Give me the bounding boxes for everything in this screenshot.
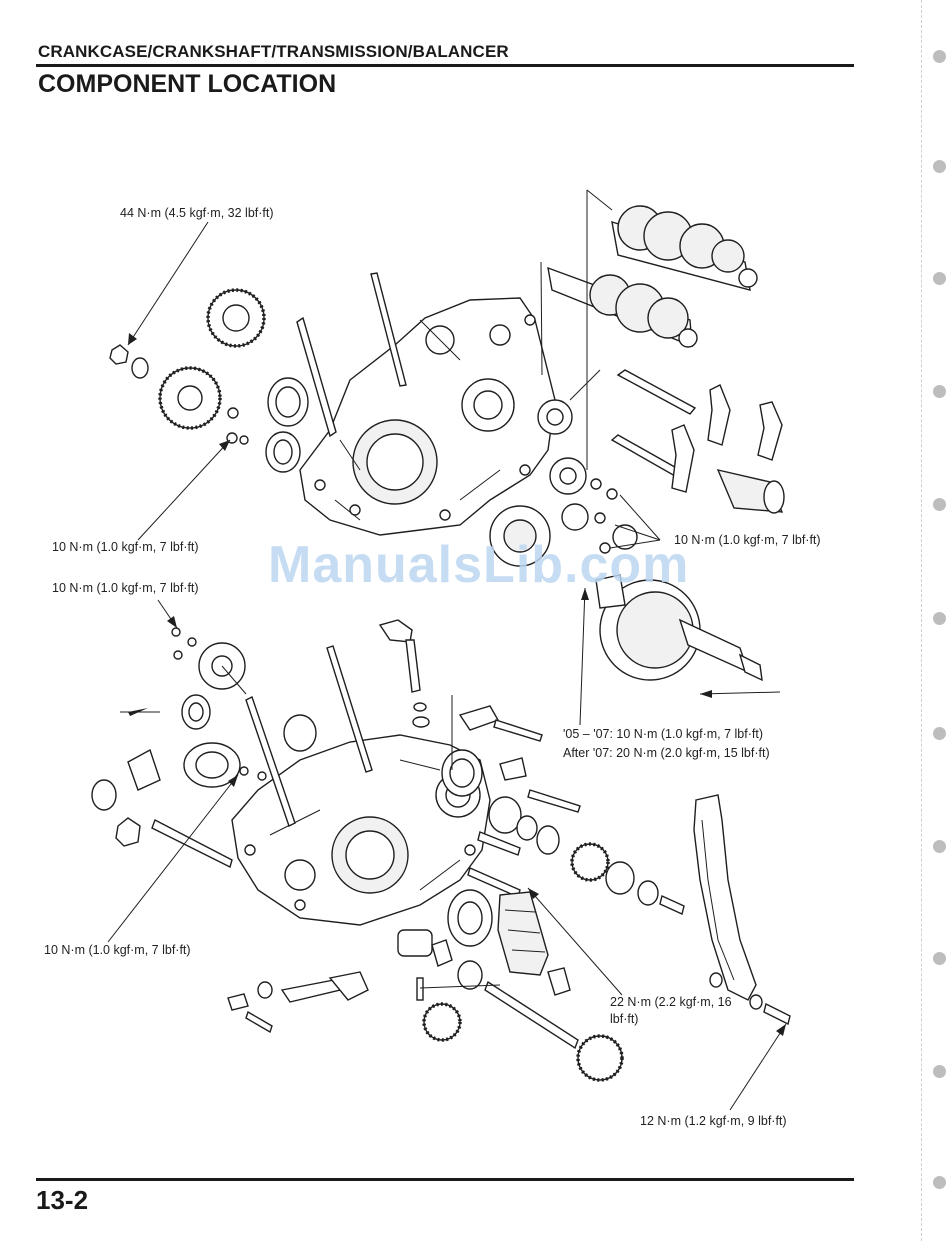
section-title: CRANKCASE/CRANKSHAFT/TRANSMISSION/BALANC… bbox=[38, 42, 509, 61]
header-rule bbox=[36, 64, 854, 67]
page-number: 13-2 bbox=[36, 1185, 89, 1215]
right-crankcase-half bbox=[299, 297, 556, 536]
torque-callout-crank-bolt-after-07: After '07: 20 N·m (2.0 kgf·m, 15 lbf·ft) bbox=[563, 746, 770, 760]
torque-callout-top-nut: 44 N·m (4.5 kgf·m, 32 lbf·ft) bbox=[120, 206, 274, 220]
upper-left-gears bbox=[109, 288, 266, 445]
torque-callout-lower-left: 10 N·m (1.0 kgf·m, 7 lbf·ft) bbox=[44, 943, 191, 957]
cam-chain-slider bbox=[693, 794, 791, 1026]
shift-drum-and-forks bbox=[610, 369, 785, 514]
torque-callout-left-bolts: 10 N·m (1.0 kgf·m, 7 lbf·ft) bbox=[52, 540, 199, 554]
torque-callout-bearing-plate: 10 N·m (1.0 kgf·m, 7 lbf·ft) bbox=[52, 581, 199, 595]
binder-hole bbox=[933, 612, 946, 625]
lower-studs bbox=[245, 645, 373, 827]
binder-hole bbox=[933, 1065, 946, 1078]
binder-hole bbox=[933, 50, 946, 63]
page-heading: COMPONENT LOCATION bbox=[38, 70, 337, 98]
binder-hole bbox=[933, 1176, 946, 1189]
watermark: ManualsLib.com bbox=[268, 536, 690, 594]
torque-callout-crank-bolt-05-07: '05 – '07: 10 N·m (1.0 kgf·m, 7 lbf·ft) bbox=[563, 727, 763, 741]
balancer-and-oil-pump bbox=[227, 889, 624, 1082]
crankshaft bbox=[590, 478, 763, 682]
binder-hole bbox=[933, 160, 946, 173]
lower-left-bearings bbox=[91, 627, 317, 869]
binder-hole bbox=[933, 272, 946, 285]
binder-hole bbox=[933, 840, 946, 853]
upper-bearings bbox=[489, 399, 589, 567]
binder-hole bbox=[933, 727, 946, 740]
upper-seals bbox=[265, 377, 309, 473]
lower-right-parts bbox=[441, 705, 685, 915]
torque-callout-right-bolts: 10 N·m (1.0 kgf·m, 7 lbf·ft) bbox=[674, 533, 821, 547]
upper-studs bbox=[296, 272, 407, 438]
transmission-shafts bbox=[547, 205, 758, 348]
footer-rule bbox=[36, 1178, 854, 1181]
binder-hole bbox=[933, 952, 946, 965]
binder-hole bbox=[933, 498, 946, 511]
shift-spindle bbox=[378, 619, 430, 728]
torque-callout-chain-guide: 22 N·m (2.2 kgf·m, 16 lbf·ft) bbox=[610, 995, 732, 1026]
page-edge-shadow bbox=[921, 0, 923, 1241]
binder-hole bbox=[933, 385, 946, 398]
torque-callout-slider-bolt: 12 N·m (1.2 kgf·m, 9 lbf·ft) bbox=[640, 1114, 787, 1128]
leader-lines bbox=[107, 189, 787, 1111]
